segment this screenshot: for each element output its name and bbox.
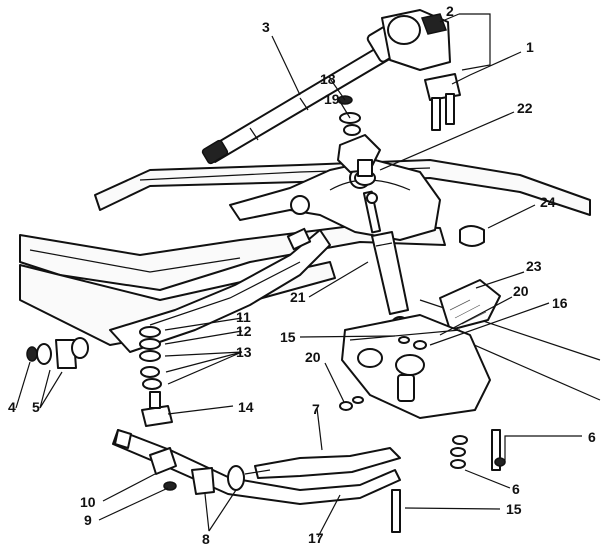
callout-24: 24 — [540, 194, 556, 210]
callout-16: 16 — [552, 295, 568, 311]
callout-23: 23 — [526, 258, 542, 274]
callout-5: 5 — [32, 399, 40, 415]
bolt-stack-left — [139, 326, 162, 390]
callout-13: 13 — [236, 344, 252, 360]
upper-control-arm — [229, 134, 441, 241]
lower-control-arm-right — [341, 314, 491, 419]
callout-20a: 20 — [513, 283, 529, 299]
torsion-bar — [201, 23, 406, 165]
callout-6a: 6 — [588, 429, 596, 445]
callout-19: 19 — [324, 91, 340, 107]
torsion-bar-adjuster — [424, 73, 461, 131]
callout-4: 4 — [8, 399, 16, 415]
clamp-9-10 — [149, 447, 177, 491]
callout-1: 1 — [526, 39, 534, 55]
stabilizer-link-7 — [244, 447, 401, 479]
callout-21: 21 — [290, 289, 306, 305]
torsion-bar-support — [381, 9, 451, 71]
callout-11: 11 — [236, 309, 251, 325]
callout-9: 9 — [84, 512, 92, 528]
callout-17: 17 — [308, 530, 324, 546]
callout-labels: 1 2 3 4 5 6 6 7 8 9 10 11 12 13 14 15 15… — [8, 3, 596, 547]
callout-7: 7 — [312, 401, 320, 417]
callout-6b: 6 — [512, 481, 520, 497]
callout-15b: 15 — [506, 501, 522, 517]
bolts-right — [339, 336, 506, 533]
leader-lines — [15, 13, 582, 538]
callout-8: 8 — [202, 531, 210, 547]
callout-14: 14 — [238, 399, 254, 415]
washer-19 — [339, 112, 361, 136]
bumper-24 — [459, 225, 485, 247]
callout-2: 2 — [446, 3, 454, 19]
bushing-parts-left — [26, 337, 89, 369]
lower-control-arm-left — [109, 227, 331, 353]
callout-18: 18 — [320, 71, 336, 87]
shield-23 — [439, 279, 501, 331]
bracket-14 — [141, 391, 173, 427]
callout-20b: 20 — [305, 349, 321, 365]
callout-12: 12 — [236, 323, 252, 339]
callout-3: 3 — [262, 19, 270, 35]
callout-10: 10 — [80, 494, 96, 510]
ball-joint-22 — [354, 159, 376, 186]
callout-15a: 15 — [280, 329, 296, 345]
callout-22: 22 — [517, 100, 533, 116]
